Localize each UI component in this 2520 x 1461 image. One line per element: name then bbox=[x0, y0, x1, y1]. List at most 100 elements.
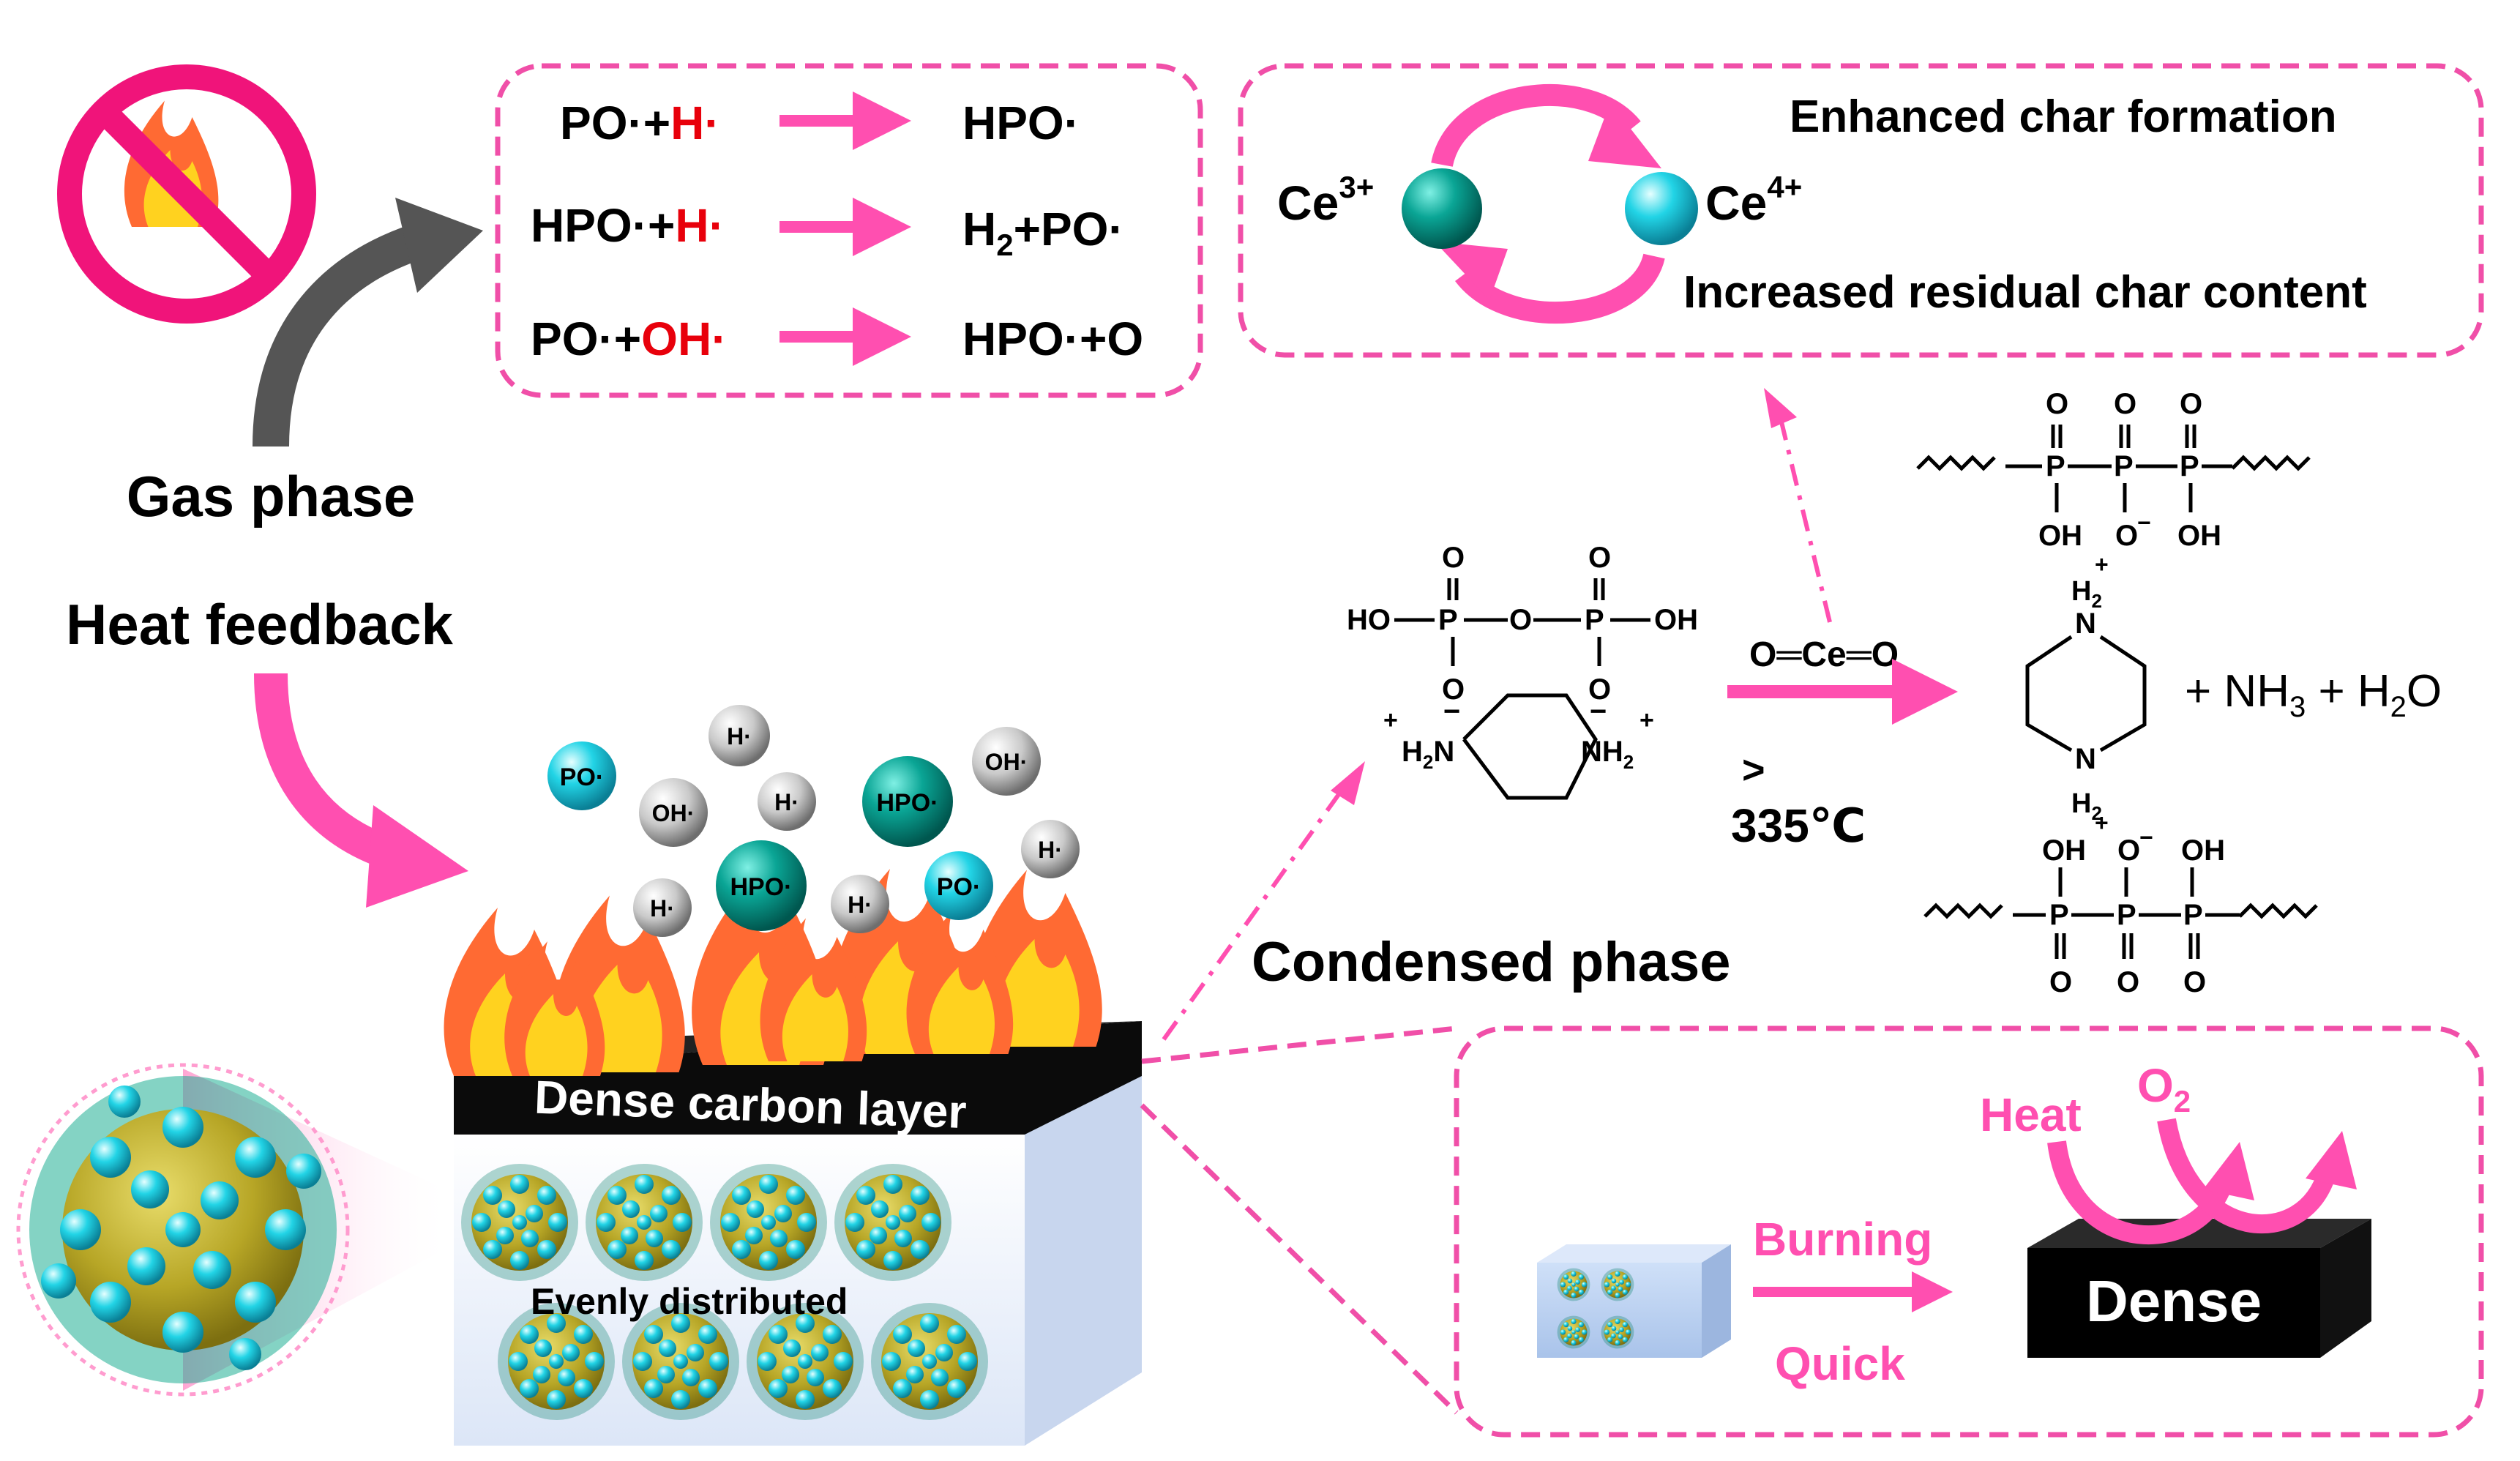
reaction-1-product: HPO· bbox=[962, 97, 1080, 149]
radical-oh: OH· bbox=[639, 778, 708, 847]
reaction-2-product: H2+PO· bbox=[962, 203, 1124, 262]
svg-text:O: O bbox=[2115, 520, 2138, 552]
gas-phase-arrow bbox=[253, 198, 483, 447]
reaction-1-radical: H· bbox=[670, 97, 720, 149]
radical-h: H· bbox=[1021, 820, 1080, 878]
polyphosphate-product-structure: P P P O O O OH O − OH H2 + N N H2 + OH O… bbox=[1916, 388, 2318, 998]
polymer-block: Dense carbon layer Evenly distributed bbox=[454, 1021, 1142, 1446]
svg-text:OH: OH bbox=[2177, 520, 2221, 552]
svg-text:H2: H2 bbox=[2071, 576, 2102, 612]
radical-h: H· bbox=[758, 772, 816, 831]
embedded-particle bbox=[710, 1164, 827, 1281]
reaction-3-product: HPO·+O bbox=[962, 313, 1143, 365]
small-polymer-box bbox=[1537, 1244, 1731, 1358]
embedded-particle bbox=[586, 1164, 703, 1281]
reaction-1-reactant: PO·+ bbox=[560, 97, 670, 149]
svg-text:OH: OH bbox=[2038, 520, 2082, 552]
radical-po: PO· bbox=[924, 851, 993, 920]
residual-char-text: Increased residual char content bbox=[1683, 267, 2367, 318]
svg-text:OH·: OH· bbox=[985, 749, 1028, 775]
svg-text:HPO·: HPO· bbox=[877, 789, 939, 817]
radical-h: H· bbox=[708, 705, 770, 766]
svg-text:OH: OH bbox=[1654, 604, 1698, 636]
svg-text:O: O bbox=[1509, 604, 1532, 636]
dash-dot-arrow-up bbox=[1764, 388, 1832, 623]
heat-feedback-label: Heat feedback bbox=[66, 592, 454, 657]
dash-dot-arrow-diag bbox=[1162, 761, 1365, 1041]
svg-text:O: O bbox=[2117, 966, 2139, 998]
ce3-ion-sphere bbox=[1402, 168, 1482, 249]
temperature-condition-gt: > bbox=[1742, 748, 1765, 792]
radical-h: H· bbox=[831, 875, 889, 933]
svg-text:N: N bbox=[2075, 608, 2096, 640]
radical-oh: OH· bbox=[972, 727, 1041, 796]
burning-panel: Burning Quick Dense Heat O2 bbox=[1454, 1025, 2484, 1438]
radical-particles: PO· H· OH· H· HPO· OH· H· HPO· bbox=[547, 705, 1080, 937]
gas-phase-label: Gas phase bbox=[127, 464, 416, 528]
reaction-2-reactant: HPO·+ bbox=[531, 199, 675, 252]
svg-text:H·: H· bbox=[848, 892, 872, 918]
dense-label: Dense bbox=[2086, 1268, 2262, 1334]
reaction-row-1: PO·+H· HPO· bbox=[560, 91, 1080, 150]
heat-feedback-arrow bbox=[254, 673, 468, 908]
reaction-3-reactant: PO·+ bbox=[531, 313, 641, 365]
svg-text:O: O bbox=[2114, 388, 2136, 420]
svg-text:O: O bbox=[1442, 673, 1465, 706]
embedded-particle bbox=[871, 1303, 988, 1420]
dense-char-block: Dense bbox=[2027, 1219, 2371, 1358]
svg-text:P: P bbox=[1438, 604, 1458, 636]
svg-text:P: P bbox=[2183, 899, 2203, 931]
svg-text:H·: H· bbox=[650, 895, 675, 922]
no-fire-icon bbox=[57, 64, 316, 324]
reaction-2-radical: H· bbox=[675, 199, 725, 252]
o2-label: O2 bbox=[2137, 1059, 2191, 1118]
condensed-phase-label: Condensed phase bbox=[1252, 931, 1731, 993]
svg-text:PO·: PO· bbox=[560, 763, 604, 791]
svg-text:+: + bbox=[1640, 706, 1654, 734]
svg-text:PO·+OH·: PO·+OH· bbox=[531, 313, 727, 365]
svg-text:+: + bbox=[2095, 810, 2109, 836]
svg-text:O: O bbox=[1442, 542, 1465, 574]
burning-label: Burning bbox=[1753, 1213, 1932, 1266]
svg-text:P: P bbox=[2180, 450, 2199, 482]
reaction-row-2: HPO·+H· H2+PO· bbox=[531, 198, 1124, 262]
embedded-particle bbox=[461, 1164, 578, 1281]
svg-text:O: O bbox=[2049, 966, 2072, 998]
svg-text:OH: OH bbox=[2042, 834, 2086, 867]
svg-text:H2N: H2N bbox=[1402, 736, 1454, 773]
svg-text:P: P bbox=[2114, 450, 2134, 482]
svg-text:−: − bbox=[1590, 695, 1607, 728]
ce4-label: Ce4+ bbox=[1705, 170, 1802, 230]
radical-h: H· bbox=[633, 878, 692, 937]
enhanced-char-text: Enhanced char formation bbox=[1790, 91, 2337, 142]
svg-text:O: O bbox=[1588, 542, 1611, 574]
pyrophosphate-reactant-structure: HO P O O P O OH O − O − H2N + NH2 + bbox=[1347, 542, 1698, 800]
radical-po: PO· bbox=[547, 741, 616, 810]
svg-text:−: − bbox=[2137, 509, 2151, 536]
quick-label: Quick bbox=[1775, 1337, 1905, 1390]
svg-text:O: O bbox=[1588, 673, 1611, 706]
svg-text:HPO·: HPO· bbox=[730, 873, 793, 901]
svg-text:NH2: NH2 bbox=[1581, 736, 1634, 773]
panel-connectors bbox=[1140, 1025, 1459, 1415]
ce4-ion-sphere bbox=[1625, 172, 1698, 245]
svg-text:H·: H· bbox=[774, 789, 799, 815]
radical-hpo: HPO· bbox=[862, 756, 953, 847]
reaction-3-radical: OH· bbox=[641, 313, 727, 365]
svg-text:P: P bbox=[2046, 450, 2065, 482]
o2-bounce-arrow bbox=[2157, 1118, 2337, 1234]
ce3-label: Ce3+ bbox=[1277, 170, 1374, 230]
svg-text:H·: H· bbox=[727, 723, 752, 750]
svg-text:P: P bbox=[1585, 604, 1604, 636]
heat-label: Heat bbox=[1980, 1088, 2082, 1141]
nanoparticle-zoom bbox=[16, 1063, 350, 1397]
svg-text:O: O bbox=[2180, 388, 2202, 420]
svg-text:OH: OH bbox=[2181, 834, 2225, 867]
svg-text:O: O bbox=[2046, 388, 2068, 420]
svg-text:PO·+H·: PO·+H· bbox=[560, 97, 720, 149]
svg-text:P: P bbox=[2117, 899, 2136, 931]
temperature-condition: 335℃ bbox=[1731, 799, 1866, 852]
svg-text:O: O bbox=[2117, 834, 2140, 867]
svg-text:+: + bbox=[1383, 706, 1398, 734]
